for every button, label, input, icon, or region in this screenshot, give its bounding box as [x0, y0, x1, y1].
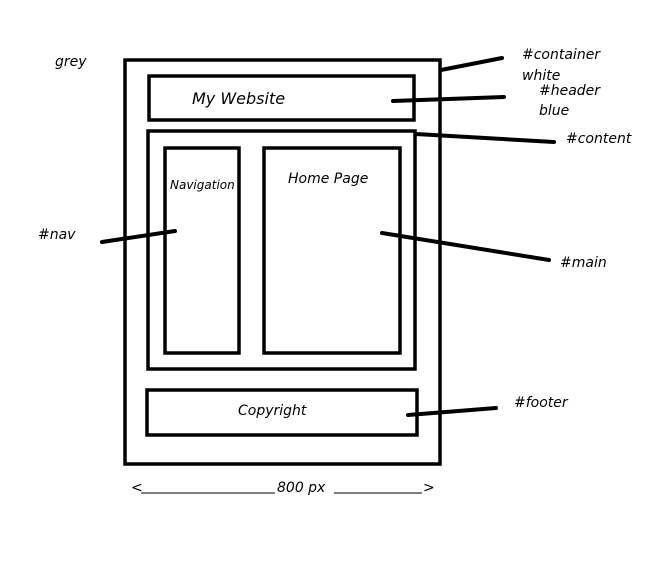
content-pointer-line: [414, 132, 556, 144]
header-color-note: blue: [539, 103, 569, 119]
header-id-note: #header: [539, 83, 601, 99]
width-note: 800 px: [277, 480, 326, 496]
nav-id-note: #nav: [38, 227, 76, 243]
main-box-text: Home Page: [288, 171, 368, 187]
background-color-note: grey: [55, 54, 87, 70]
header-box: [147, 74, 416, 122]
nav-box: [163, 146, 241, 355]
nav-box-text: Navigation: [170, 178, 235, 192]
footer-pointer-line: [406, 406, 498, 417]
container-box: [123, 58, 442, 466]
nav-pointer-line: [100, 229, 177, 244]
container-color-note: white: [522, 68, 560, 84]
footer-id-note: #footer: [514, 395, 569, 411]
container-pointer-line: [439, 56, 504, 72]
main-box: [262, 146, 402, 355]
header-pointer-line: [391, 95, 506, 103]
footer-box-text: Copyright: [238, 403, 307, 419]
width-arrow-left: <: [131, 480, 143, 496]
container-id-note: #container: [522, 47, 601, 63]
content-id-note: #content: [566, 131, 632, 147]
main-pointer-line: [380, 231, 551, 262]
header-box-text: My Website: [192, 89, 285, 108]
main-id-note: #main: [560, 255, 607, 271]
width-arrow-right: >: [423, 480, 435, 496]
content-box: [146, 129, 417, 371]
